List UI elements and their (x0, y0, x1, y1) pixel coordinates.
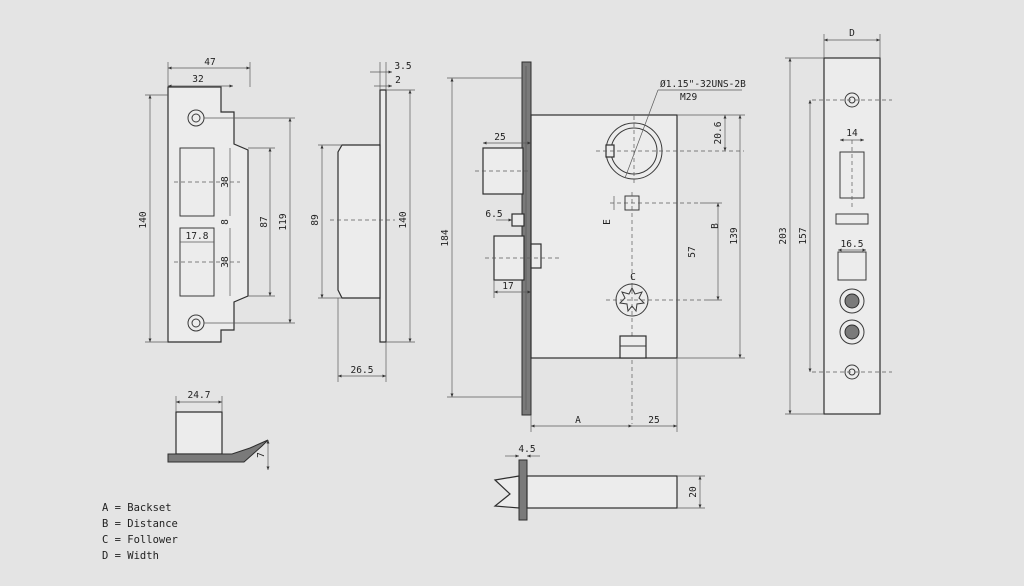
label-b: B (710, 223, 721, 229)
dim-203: 203 (778, 227, 789, 244)
dim-140-side: 140 (398, 211, 409, 228)
dim-2: 2 (395, 75, 401, 86)
label-c: C (630, 272, 636, 283)
dim-157: 157 (798, 227, 809, 244)
dim-25-bolt: 25 (494, 132, 505, 143)
faceplate-view: D 14 16.5 203 157 (778, 28, 892, 415)
dim-4-5: 4.5 (518, 444, 535, 455)
strike-plate-view: 47 32 140 38 8 17.8 38 87 119 (138, 57, 295, 343)
dim-6-5: 6.5 (485, 209, 502, 220)
dim-7: 7 (256, 452, 267, 458)
dim-38-upper: 38 (220, 176, 231, 188)
dim-17: 17 (502, 281, 513, 292)
small-part-view: 24.7 7 (167, 390, 270, 470)
thread-callout: Ø1.15"-32UNS-2B (660, 79, 746, 90)
dim-89: 89 (310, 214, 321, 226)
dim-57: 57 (687, 246, 698, 257)
dim-17-8: 17.8 (186, 231, 209, 242)
legend-width: D = Width (102, 550, 159, 562)
bolt-part-view: 4.5 20 (493, 444, 705, 521)
lock-body-view: 25 6.5 17 184 Ø1.15"-32UNS-2B M29 20.6 E… (440, 61, 746, 432)
legend-backset: A = Backset (102, 502, 172, 514)
dim-14: 14 (846, 128, 858, 139)
legend-distance: B = Distance (102, 518, 178, 530)
side-view: 3.5 2 89 140 26.5 (310, 61, 415, 382)
legend-follower: C = Follower (102, 534, 178, 546)
dim-24-7: 24.7 (188, 390, 211, 401)
label-a: A (575, 415, 581, 426)
dim-8: 8 (220, 219, 231, 225)
dim-25-tail: 25 (648, 415, 659, 426)
dim-26-5: 26.5 (351, 365, 374, 376)
dim-140-strike: 140 (138, 211, 149, 228)
dim-3-5: 3.5 (394, 61, 411, 72)
dim-119: 119 (278, 213, 289, 230)
dim-38-lower: 38 (220, 256, 231, 268)
dim-139: 139 (729, 227, 740, 244)
dim-20-6: 20.6 (713, 121, 724, 144)
dim-16-5: 16.5 (841, 239, 864, 250)
label-d: D (849, 28, 855, 39)
dim-47: 47 (204, 57, 215, 68)
dim-87: 87 (259, 216, 270, 227)
legend: A = Backset B = Distance C = Follower D … (102, 502, 178, 562)
dim-32: 32 (192, 74, 203, 85)
dim-184: 184 (440, 229, 451, 246)
label-e: E (602, 219, 613, 225)
dim-20: 20 (688, 486, 699, 498)
thread-metric: M29 (680, 92, 697, 103)
